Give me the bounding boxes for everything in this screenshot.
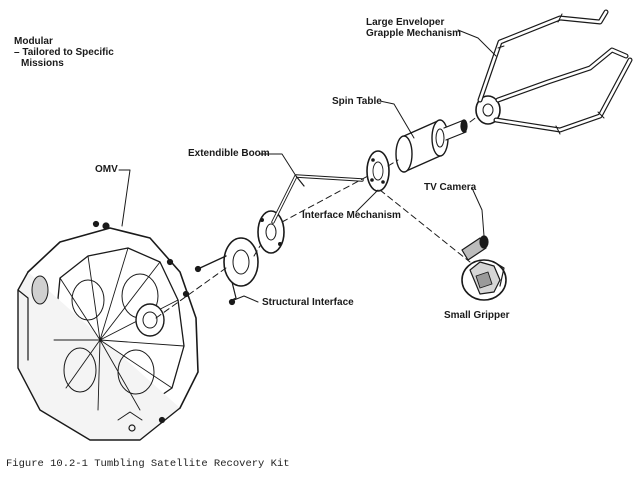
interface-mechanism-label: Interface Mechanism — [302, 210, 401, 221]
leader-lines — [118, 29, 497, 303]
omv-spacecraft — [17, 220, 199, 441]
modular-note: Modular – Tailored to Specific Missions — [14, 36, 114, 69]
assembly-lines — [155, 115, 479, 319]
small-gripper-label: Small Gripper — [444, 310, 510, 321]
tv-camera-label: TV Camera — [424, 182, 477, 193]
structural-interface — [194, 237, 259, 306]
grapple-mechanism — [475, 9, 633, 135]
interface-mechanism — [366, 150, 390, 192]
large-enveloper-label: Large Enveloper Grapple Mechanism — [366, 17, 461, 39]
structural-interface-label: Structural Interface — [262, 297, 354, 308]
spin-table — [395, 119, 468, 173]
modular-note-line2: – Tailored to Specific — [14, 47, 114, 58]
modular-note-line1: Modular — [14, 36, 53, 47]
figure-caption: Figure 10.2-1 Tumbling Satellite Recover… — [6, 458, 290, 470]
small-gripper — [461, 235, 507, 301]
extendible-boom-label: Extendible Boom — [188, 148, 270, 159]
large-enveloper-line1: Large Enveloper — [366, 17, 445, 28]
large-enveloper-line2: Grapple Mechanism — [366, 28, 462, 39]
omv-label: OMV — [95, 164, 118, 175]
spin-table-label: Spin Table — [332, 96, 382, 107]
modular-note-line3: Missions — [21, 58, 64, 69]
